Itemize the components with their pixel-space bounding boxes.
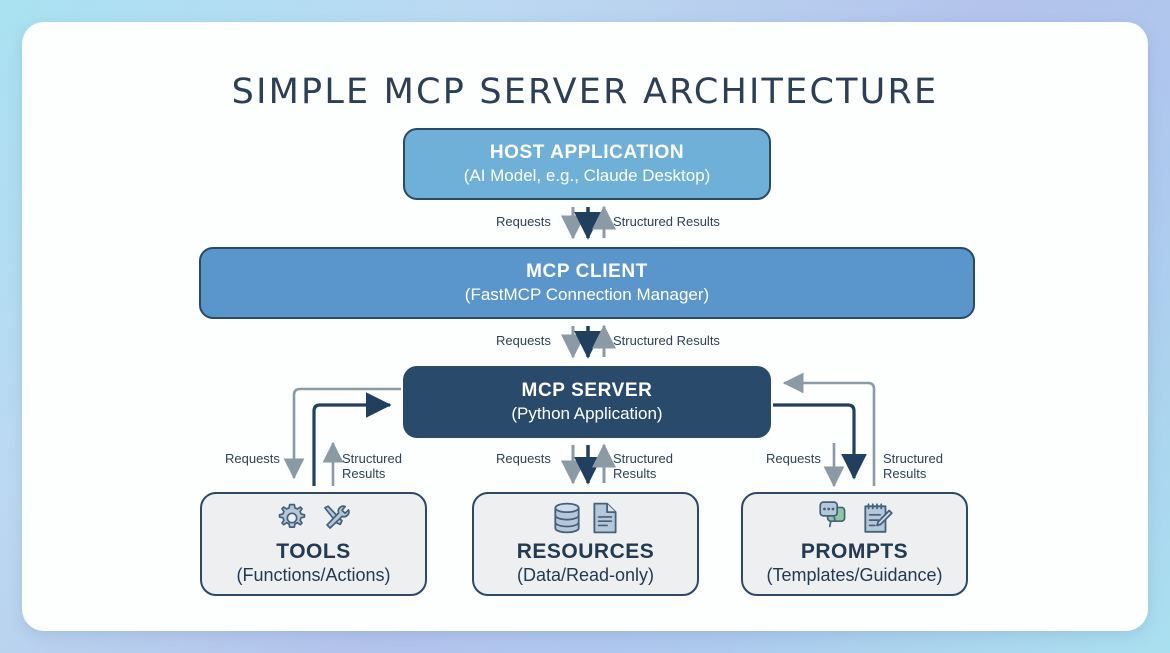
node-host-application[interactable]: HOST APPLICATION (AI Model, e.g., Claude…	[403, 128, 771, 200]
resources-icon-group	[552, 501, 619, 535]
database-icon	[554, 502, 580, 534]
prompts-subtitle: (Templates/Guidance)	[766, 565, 943, 586]
notepad-pencil-icon	[864, 503, 893, 533]
label-results-tools-server: Structured Results	[342, 451, 402, 481]
gear-icon	[278, 503, 306, 529]
server-title: MCP SERVER	[521, 380, 653, 402]
tools-icon-group	[275, 501, 352, 535]
node-prompts[interactable]: PROMPTS (Templates/Guidance)	[741, 492, 973, 602]
node-mcp-client[interactable]: MCP CLIENT (FastMCP Connection Manager)	[199, 247, 975, 319]
prompts-icon-group	[816, 501, 893, 535]
tools-title: TOOLS	[276, 540, 351, 564]
page-title: SIMPLE MCP SERVER ARCHITECTURE	[231, 72, 939, 112]
client-title: MCP CLIENT	[526, 261, 648, 283]
host-subtitle: (AI Model, e.g., Claude Desktop)	[463, 165, 711, 185]
prompts-title: PROMPTS	[800, 540, 909, 564]
client-subtitle: (FastMCP Connection Manager)	[464, 284, 710, 304]
label-requests-server-tools: Requests	[225, 451, 280, 466]
label-results-host-client: Structured Results	[613, 214, 720, 229]
document-icon	[593, 502, 617, 534]
server-subtitle: (Python Application)	[511, 403, 663, 423]
resources-subtitle: (Data/Read-only)	[516, 565, 655, 586]
label-requests-host-client: Requests	[496, 214, 551, 229]
label-results-client-server: Structured Results	[613, 333, 720, 348]
label-requests-client-server: Requests	[496, 333, 551, 348]
node-resources[interactable]: RESOURCES (Data/Read-only)	[472, 492, 704, 602]
node-mcp-server[interactable]: MCP SERVER (Python Application)	[403, 366, 771, 438]
label-requests-server-prompts: Requests	[766, 451, 821, 466]
label-results-prompts-server: Structured Results	[883, 451, 943, 481]
chat-bubbles-icon	[819, 501, 846, 528]
label-results-server-resources: Structured Results	[613, 451, 673, 481]
label-requests-server-resources: Requests	[496, 451, 551, 466]
host-title: HOST APPLICATION	[489, 142, 685, 164]
tools-subtitle: (Functions/Actions)	[236, 565, 391, 586]
node-tools[interactable]: TOOLS (Functions/Actions)	[200, 492, 432, 602]
resources-title: RESOURCES	[516, 540, 655, 564]
tools-icon	[324, 505, 350, 529]
